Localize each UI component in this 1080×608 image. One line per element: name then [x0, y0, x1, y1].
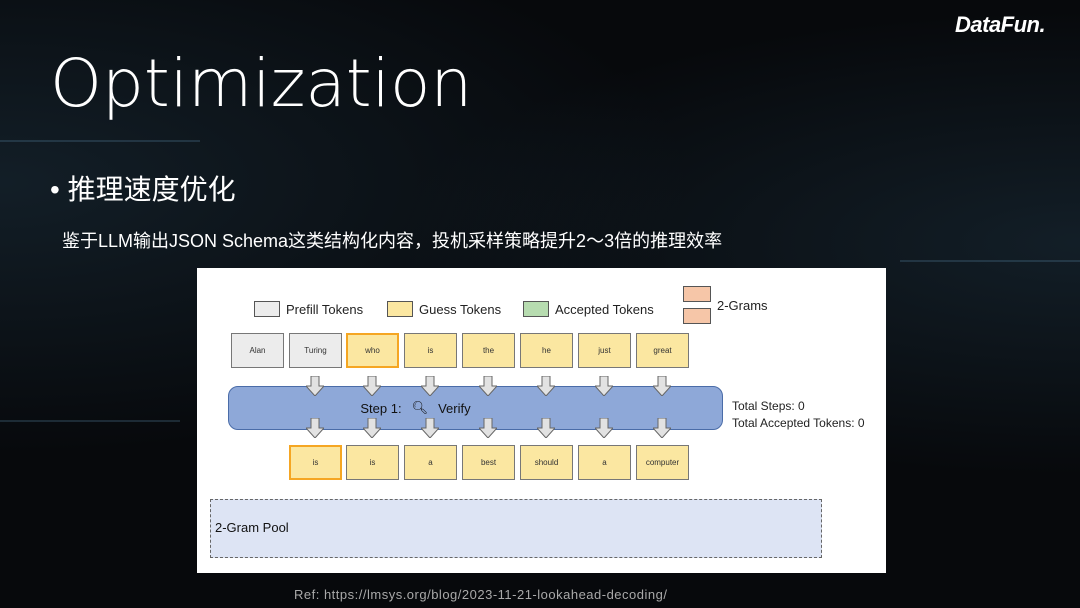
- total-accepted-tokens: Total Accepted Tokens: 0: [732, 416, 865, 430]
- down-arrow-icon: [419, 375, 441, 397]
- subtitle: 鉴于LLM输出JSON Schema这类结构化内容，投机采样策略提升2～3倍的推…: [62, 231, 723, 251]
- down-arrow-icon: [419, 417, 441, 439]
- total-steps: Total Steps: 0: [732, 399, 805, 413]
- top-token: great: [636, 333, 689, 368]
- legend-prefill: Prefill Tokens: [254, 301, 363, 317]
- output-token: a: [578, 445, 631, 480]
- page-title: Optimization: [50, 45, 473, 122]
- output-token: is: [346, 445, 399, 480]
- top-token: the: [462, 333, 515, 368]
- datafun-logo: DataFun.: [955, 12, 1046, 37]
- legend-guess: Guess Tokens: [387, 301, 501, 317]
- magnifier-icon: 🔍︎: [411, 400, 429, 415]
- decor-line: [0, 140, 200, 142]
- down-arrow-icon: [593, 375, 615, 397]
- output-token: computer: [636, 445, 689, 480]
- top-token: he: [520, 333, 573, 368]
- down-arrow-icon: [593, 417, 615, 439]
- down-arrow-icon: [477, 417, 499, 439]
- top-token: is: [404, 333, 457, 368]
- top-token: Turing: [289, 333, 342, 368]
- verify-step-band: Step 1: 🔍︎ Verify: [228, 386, 723, 430]
- down-arrow-icon: [535, 375, 557, 397]
- top-token: who: [346, 333, 399, 368]
- output-token: best: [462, 445, 515, 480]
- decor-line: [900, 260, 1080, 262]
- decor-line: [0, 420, 180, 422]
- reference-link[interactable]: Ref: https://lmsys.org/blog/2023-11-21-l…: [294, 587, 668, 602]
- output-token: a: [404, 445, 457, 480]
- output-token: is: [289, 445, 342, 480]
- down-arrow-icon: [535, 417, 557, 439]
- two-gram-pool: 2-Gram Pool: [210, 499, 822, 558]
- top-token: just: [578, 333, 631, 368]
- lookahead-decoding-figure: Prefill Tokens Guess Tokens Accepted Tok…: [197, 268, 886, 573]
- down-arrow-icon: [361, 375, 383, 397]
- down-arrow-icon: [304, 375, 326, 397]
- bullet-heading: • 推理速度优化: [50, 174, 236, 205]
- down-arrow-icon: [477, 375, 499, 397]
- down-arrow-icon: [651, 417, 673, 439]
- bullet-text: 推理速度优化: [67, 174, 236, 205]
- down-arrow-icon: [361, 417, 383, 439]
- output-token: should: [520, 445, 573, 480]
- legend-2grams: 2-Grams: [683, 286, 768, 324]
- top-token: Alan: [231, 333, 284, 368]
- legend-accepted: Accepted Tokens: [523, 301, 654, 317]
- step-label: Step 1:: [360, 400, 402, 416]
- verify-label: Verify: [438, 400, 471, 416]
- down-arrow-icon: [304, 417, 326, 439]
- down-arrow-icon: [651, 375, 673, 397]
